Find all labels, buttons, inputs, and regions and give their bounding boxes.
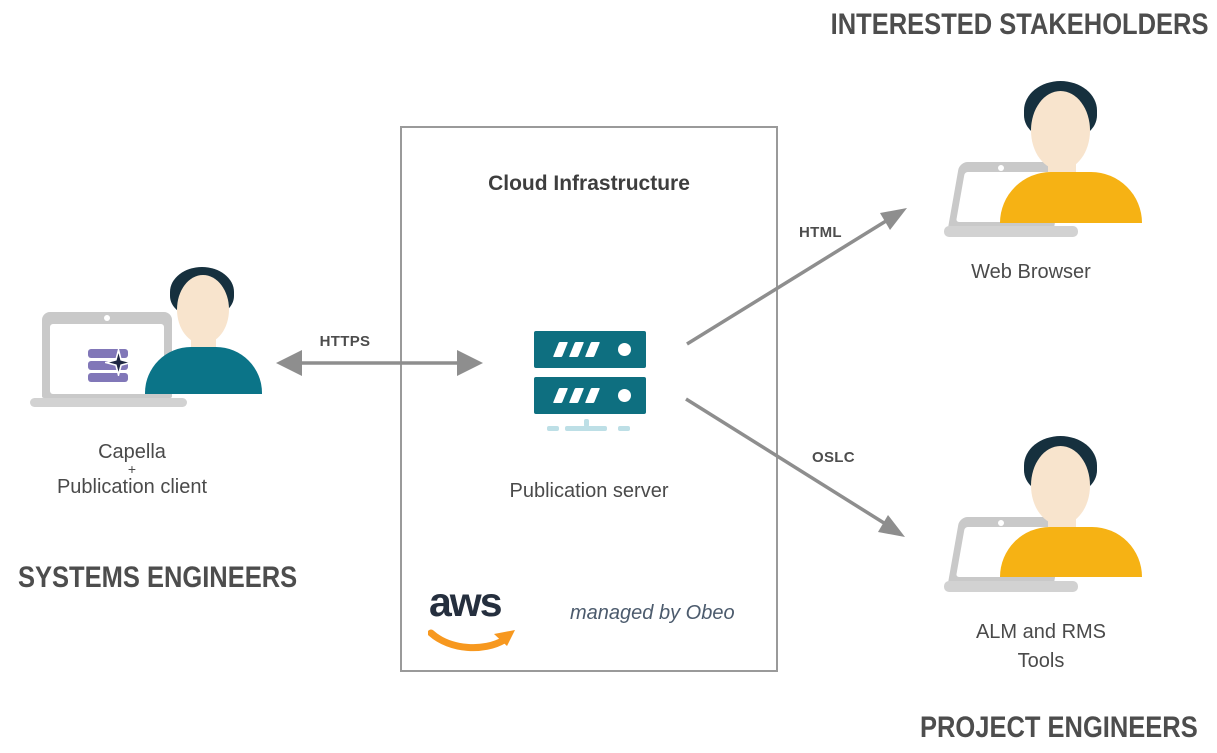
server-stand: [618, 426, 630, 431]
laptop-camera-dot: [998, 520, 1004, 526]
html-arrowhead: [880, 208, 907, 230]
heading-interested-stakeholders: INTERESTED STAKEHOLDERS: [830, 8, 1208, 41]
https-arrowhead-left: [276, 350, 302, 376]
laptop-screen-area: [50, 324, 164, 394]
person-icon-stakeholder: [1000, 172, 1142, 223]
capella-label-plus: +: [127, 461, 137, 477]
server-vent: [552, 342, 569, 357]
cloud-box-title: Cloud Infrastructure: [488, 172, 690, 195]
server-vent: [568, 342, 585, 357]
https-connection-label: HTTPS: [319, 333, 371, 350]
capella-logo-icon: [88, 349, 128, 358]
server-led: [618, 343, 631, 356]
server-unit-icon: [534, 377, 646, 414]
server-vent: [568, 388, 585, 403]
server-vent: [584, 342, 601, 357]
web-browser-label: Web Browser: [971, 261, 1091, 283]
person-icon-project-engineer: [1000, 527, 1142, 577]
capella-logo-icon: [88, 361, 128, 370]
oslc-arrowhead: [878, 515, 905, 537]
capella-logo-icon: [88, 373, 128, 382]
person-icon-systems-engineer: [145, 347, 262, 394]
capella-client-label: Capella + Publication client: [21, 441, 243, 498]
server-stand: [584, 419, 589, 427]
laptop-camera-dot: [998, 165, 1004, 171]
server-stand: [547, 426, 559, 431]
alm-label-line1: ALM and RMS: [975, 621, 1107, 643]
server-vent: [584, 388, 601, 403]
managed-by-label: managed by Obeo: [570, 602, 735, 624]
publication-server-label: Publication server: [509, 480, 669, 502]
capella-label-line1: Capella: [98, 441, 166, 463]
server-led: [618, 389, 631, 402]
html-connection-label: HTML: [799, 224, 842, 241]
server-stand: [565, 426, 607, 431]
server-unit-icon: [534, 331, 646, 368]
aws-smile-icon: [428, 629, 515, 652]
heading-project-engineers: PROJECT ENGINEERS: [920, 711, 1198, 744]
laptop-base: [30, 398, 187, 407]
laptop-camera-dot: [104, 315, 110, 321]
oslc-connection-label: OSLC: [812, 449, 855, 466]
publication-server-icon: [534, 331, 646, 435]
alm-rms-label: ALM and RMS Tools: [941, 618, 1141, 676]
heading-systems-engineers: SYSTEMS ENGINEERS: [18, 561, 298, 594]
server-vent: [552, 388, 569, 403]
alm-label-line2: Tools: [1017, 650, 1065, 672]
laptop-base: [944, 581, 1078, 592]
aws-logo: aws: [429, 579, 502, 625]
capella-label-line3: Publication client: [56, 476, 208, 498]
capella-star-icon: [105, 349, 132, 376]
laptop-base: [944, 226, 1078, 237]
